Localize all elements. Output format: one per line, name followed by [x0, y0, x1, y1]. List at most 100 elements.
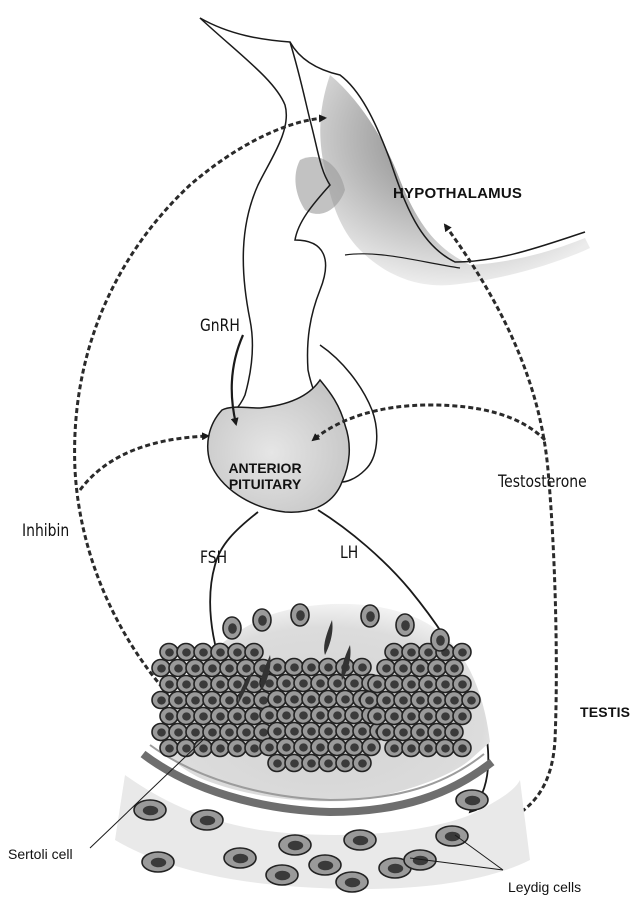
germ-cell-133: [291, 604, 309, 626]
leydig-cell-11: [266, 865, 298, 885]
germ-cell-56: [345, 675, 363, 692]
label-anterior: ANTERIOR: [206, 460, 324, 476]
germ-cell-77: [353, 723, 371, 740]
germ-cell-129: [436, 740, 454, 757]
germ-cell-42: [211, 740, 229, 757]
germ-cell-32: [152, 724, 170, 741]
germ-cell-37: [237, 724, 255, 741]
germ-cell-14: [177, 676, 195, 693]
germ-cell-131: [223, 617, 241, 639]
germ-cell-120: [453, 708, 471, 725]
germ-cell-65: [260, 707, 278, 724]
leydig-cell-9: [436, 826, 468, 846]
germ-cell-75: [319, 723, 337, 740]
germ-cell-46: [285, 659, 303, 676]
germ-cell-20: [169, 692, 187, 709]
germ-cell-126: [385, 740, 403, 757]
germ-cell-43: [228, 740, 246, 757]
germ-cell-132: [253, 609, 271, 631]
germ-cell-28: [194, 708, 212, 725]
germ-cell-21: [186, 692, 204, 709]
germ-cell-39: [160, 740, 178, 757]
germ-cell-27: [177, 708, 195, 725]
germ-cell-84: [345, 739, 363, 756]
germ-cell-62: [336, 691, 354, 708]
germ-cell-29: [211, 708, 229, 725]
germ-cell-135: [396, 614, 414, 636]
leydig-cell-1: [191, 810, 223, 830]
germ-cell-80: [277, 739, 295, 756]
leydig-cell-4: [279, 835, 311, 855]
germ-cell-111: [411, 692, 429, 709]
germ-cell-6: [152, 660, 170, 677]
germ-cell-23: [220, 692, 238, 709]
germ-cell-130: [453, 740, 471, 757]
germ-cell-54: [311, 675, 329, 692]
leydig-cell-8: [404, 850, 436, 870]
germ-cell-70: [345, 707, 363, 724]
germ-cell-59: [285, 691, 303, 708]
germ-cell-9: [203, 660, 221, 677]
leydig-cell-2: [142, 852, 174, 872]
germ-cell-113: [445, 692, 463, 709]
germ-cell-2: [194, 644, 212, 661]
label-sertoli-cell: Sertoli cell: [8, 847, 73, 861]
leydig-cell-3: [224, 848, 256, 868]
germ-cell-66: [277, 707, 295, 724]
label-inhibin: Inhibin: [22, 523, 69, 540]
germ-cell-33: [169, 724, 187, 741]
germ-cell-121: [377, 724, 395, 741]
germ-cell-45: [268, 659, 286, 676]
germ-cell-97: [377, 660, 395, 677]
germ-cell-93: [402, 644, 420, 661]
germ-cell-81: [294, 739, 312, 756]
germ-cell-1: [177, 644, 195, 661]
germ-cell-101: [445, 660, 463, 677]
leydig-cell-5: [309, 855, 341, 875]
germ-cell-36: [220, 724, 238, 741]
germ-cell-76: [336, 723, 354, 740]
leydig-cell-0: [134, 800, 166, 820]
label-leydig-cells: Leydig cells: [508, 880, 581, 894]
germ-cell-52: [277, 675, 295, 692]
germ-cell-34: [186, 724, 204, 741]
germ-cell-114: [462, 692, 480, 709]
germ-cell-123: [411, 724, 429, 741]
germ-cell-90: [336, 755, 354, 772]
germ-cell-88: [302, 755, 320, 772]
germ-cell-61: [319, 691, 337, 708]
germ-cell-60: [302, 691, 320, 708]
germ-cell-5: [245, 644, 263, 661]
germ-cell-74: [302, 723, 320, 740]
germ-cell-116: [385, 708, 403, 725]
germ-cell-127: [402, 740, 420, 757]
germ-cell-104: [402, 676, 420, 693]
germ-cell-69: [328, 707, 346, 724]
label-hypothalamus: HYPOTHALAMUS: [393, 186, 522, 201]
germ-cell-82: [311, 739, 329, 756]
germ-cell-102: [368, 676, 386, 693]
germ-cell-73: [285, 723, 303, 740]
germ-cell-22: [203, 692, 221, 709]
germ-cell-112: [428, 692, 446, 709]
germ-cell-96: [453, 644, 471, 661]
germ-cell-108: [360, 692, 378, 709]
germ-cell-19: [152, 692, 170, 709]
germ-cell-109: [377, 692, 395, 709]
germ-cell-7: [169, 660, 187, 677]
germ-cell-91: [353, 755, 371, 772]
leydig-cell-10: [456, 790, 488, 810]
germ-cell-100: [428, 660, 446, 677]
germ-cell-118: [419, 708, 437, 725]
germ-cell-68: [311, 707, 329, 724]
germ-cell-89: [319, 755, 337, 772]
germ-cell-58: [268, 691, 286, 708]
label-lh: LH: [340, 545, 358, 562]
germ-cell-106: [436, 676, 454, 693]
germ-cell-15: [194, 676, 212, 693]
germ-cell-122: [394, 724, 412, 741]
leydig-cell-6: [344, 830, 376, 850]
germ-cell-35: [203, 724, 221, 741]
